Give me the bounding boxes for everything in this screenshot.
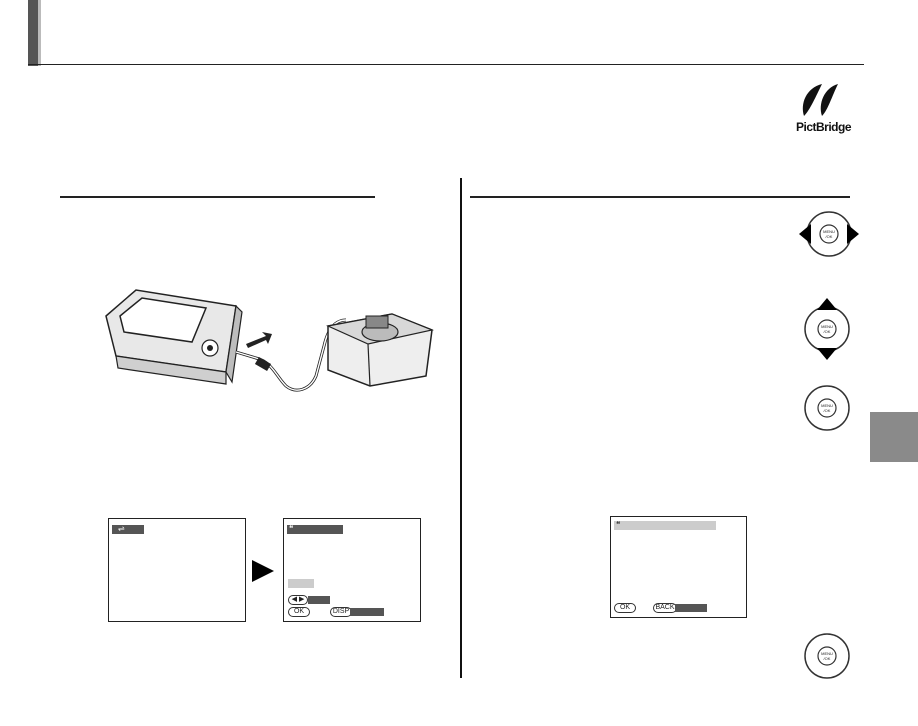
svg-text:MENU: MENU <box>821 403 833 408</box>
section-rule-right <box>470 196 850 198</box>
disp-hint-bar <box>350 608 384 616</box>
column-divider <box>460 178 462 678</box>
dpad-left-right-icon: MENU /OK <box>799 206 859 262</box>
back-button-icon: BACK <box>653 603 677 613</box>
pictbridge-logo: PictBridge <box>792 82 862 140</box>
section-rule-left <box>60 196 375 198</box>
usb-connection-screen: ⇌ <box>108 518 246 622</box>
svg-text:/OK: /OK <box>826 234 833 239</box>
ok-button-icon: OK <box>288 607 310 617</box>
pictbridge-logo-text: PictBridge <box>796 120 852 134</box>
left-right-icon: ◀ ▶ <box>288 595 308 605</box>
disp-button-icon: DISP <box>330 607 352 617</box>
dpad-up-down-icon: MENU /OK <box>799 298 855 360</box>
svg-text:MENU: MENU <box>821 324 833 329</box>
pictbridge-small-icon: ❝ <box>616 520 621 529</box>
print-title-bar: ❝ <box>614 520 716 530</box>
header-rule <box>28 64 864 65</box>
pictbridge-screen: ❝ ◀ ▶ OK DISP <box>283 518 421 622</box>
header-accent-bar <box>28 0 38 66</box>
back-hint-bar <box>675 604 707 612</box>
svg-text:MENU: MENU <box>821 651 833 656</box>
ok-button-icon: OK <box>614 603 636 613</box>
svg-text:/OK: /OK <box>824 656 831 661</box>
select-hint-bar <box>308 596 330 604</box>
svg-text:/OK: /OK <box>824 329 831 334</box>
usb-icon: ⇌ <box>118 524 125 533</box>
usb-indicator-bar: ⇌ <box>112 524 144 534</box>
svg-text:/OK: /OK <box>824 408 831 413</box>
frame-count-bar <box>288 579 314 588</box>
header-accent-stripe <box>38 0 41 66</box>
transition-arrow-icon <box>252 560 274 582</box>
camera-printer-illustration <box>96 286 436 398</box>
dpad-menu-ok-icon: MENU /OK <box>802 383 852 433</box>
chapter-tab <box>870 412 918 462</box>
pictbridge-icon: ❝ <box>289 524 294 533</box>
print-menu-screen: ❝ OK BACK <box>610 516 747 618</box>
svg-text:MENU: MENU <box>823 229 835 234</box>
dpad-menu-ok-icon-bottom: MENU /OK <box>802 631 852 681</box>
pictbridge-title-bar: ❝ <box>287 524 343 534</box>
